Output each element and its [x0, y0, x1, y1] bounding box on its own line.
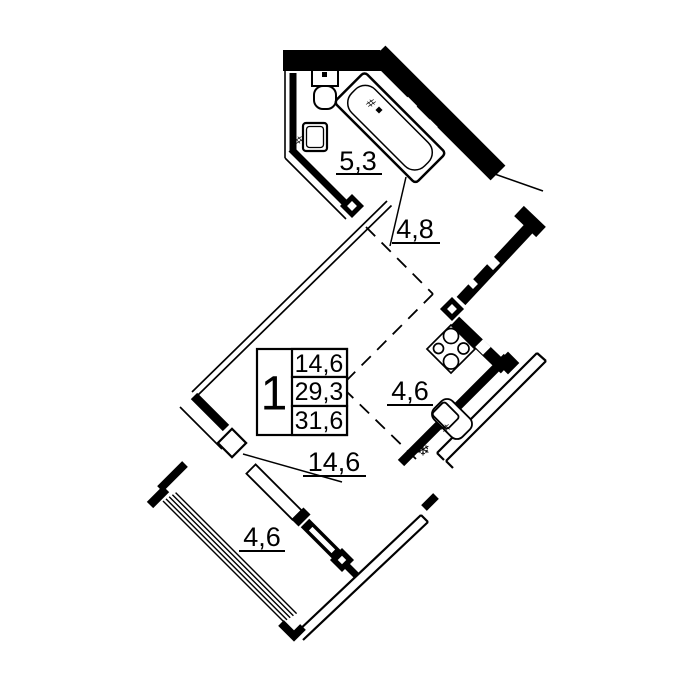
kitchen-area-label: 4,6 — [391, 376, 429, 406]
walls — [157, 45, 547, 492]
info-value-2: 29,3 — [295, 378, 344, 406]
stove-icon — [425, 323, 477, 375]
entry-wall — [514, 205, 546, 238]
sink-icon: # — [291, 121, 329, 153]
left-wall — [190, 392, 230, 432]
living-room-area-label: 14,6 — [308, 447, 361, 477]
wall-top — [283, 50, 400, 71]
room-topleft-wall — [191, 200, 388, 393]
bathroom-door-swing — [389, 176, 407, 247]
rooms-count: 1 — [261, 368, 288, 421]
kitchen-fixtures: # ❄ — [416, 323, 477, 460]
bathroom-fixtures: # # — [291, 69, 446, 184]
info-value-1: 14,6 — [295, 350, 344, 378]
apartment-info-box: 1 14,6 29,3 31,6 — [255, 347, 349, 437]
balcony-area-label: 4,6 — [243, 522, 281, 552]
bathroom-area-label: 5,3 — [339, 146, 377, 176]
balcony-structure — [146, 463, 439, 642]
toilet-icon — [311, 69, 339, 110]
wall-topright-diagonal — [370, 45, 506, 181]
balcony-window-door-unit — [245, 463, 360, 579]
neighbour-wall-line — [488, 171, 544, 192]
dashed-boundaries — [242, 176, 434, 483]
info-value-3: 31,6 — [295, 407, 344, 435]
leader-line — [242, 453, 343, 483]
hallway-area-label: 4,8 — [396, 214, 434, 244]
fridge-icon: ❄ — [416, 441, 430, 460]
bathtub-icon: # — [334, 72, 446, 184]
room-labels: 5,3 4,8 4,6 14,6 4,6 — [239, 146, 440, 552]
kitchen-sink-icon: # — [431, 398, 473, 440]
